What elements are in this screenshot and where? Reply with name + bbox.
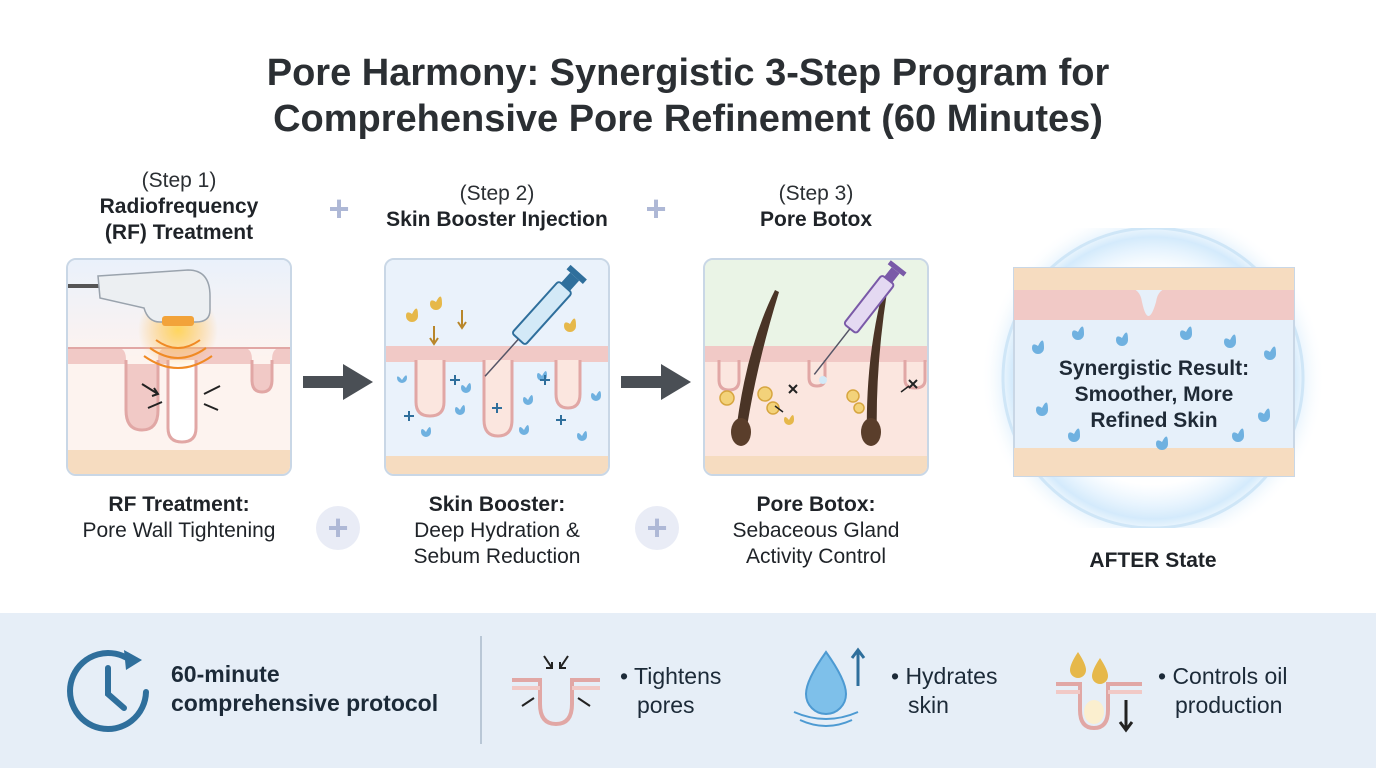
step-3-caption: Pore Botox: Sebaceous Gland Activity Con… xyxy=(693,492,939,570)
plus-icon: + xyxy=(645,188,667,229)
step-2-caption: Skin Booster: Deep Hydration & Sebum Red… xyxy=(374,492,620,570)
step-2-caption-text-2: Sebum Reduction xyxy=(413,545,581,568)
title-line-1: Pore Harmony: Synergistic 3-Step Program… xyxy=(266,52,1110,94)
result-line-2: Smoother, More xyxy=(1074,383,1234,406)
skin-booster-illustration xyxy=(384,258,610,476)
benefit-hydrates: • Hydrates skin xyxy=(891,662,997,720)
benefit-tightens-line-1: • Tightens xyxy=(620,663,722,689)
protocol-line-1: 60-minute xyxy=(171,661,280,687)
protocol-duration: 60-minute comprehensive protocol xyxy=(171,660,438,718)
step-1-caption-title: RF Treatment: xyxy=(108,493,250,516)
plus-icon: + xyxy=(328,188,350,229)
step-1-header: (Step 1) Radiofrequency (RF) Treatment xyxy=(66,168,292,246)
after-state-label: AFTER State xyxy=(1089,549,1217,572)
result-line-1: Synergistic Result: xyxy=(1058,357,1250,380)
benefit-hydrates-line-1: • Hydrates xyxy=(891,663,998,689)
benefit-tightens-line-2: pores xyxy=(637,692,695,718)
step-3-name: Pore Botox xyxy=(759,208,872,231)
summary-bar xyxy=(0,613,1376,768)
arrow-right-icon xyxy=(621,364,691,400)
clock-icon xyxy=(67,650,149,732)
step-1-caption: RF Treatment: Pore Wall Tightening xyxy=(56,492,302,544)
step-3-caption-text-2: Activity Control xyxy=(745,545,887,568)
page-title: Pore Harmony: Synergistic 3-Step Program… xyxy=(0,50,1376,142)
rf-treatment-illustration xyxy=(66,258,292,476)
summary-divider xyxy=(480,636,482,744)
plus-icon: + xyxy=(635,506,679,550)
step-2-name: Skin Booster Injection xyxy=(386,208,608,231)
benefit-controls-oil-line-1: • Controls oil xyxy=(1158,663,1288,689)
protocol-line-2: comprehensive protocol xyxy=(171,690,439,716)
water-drop-icon xyxy=(793,647,866,727)
step-2-caption-title: Skin Booster: xyxy=(428,493,566,516)
step-3-header: (Step 3) Pore Botox xyxy=(703,181,929,233)
step-3-caption-title: Pore Botox: xyxy=(756,493,876,516)
title-line-2: Comprehensive Pore Refinement (60 Minute… xyxy=(273,98,1103,140)
benefit-hydrates-line-2: skin xyxy=(908,692,949,718)
step-2-header: (Step 2) Skin Booster Injection xyxy=(366,181,628,233)
result-line-3: Refined Skin xyxy=(1090,409,1218,432)
plus-icon: + xyxy=(316,506,360,550)
step-1-number: (Step 1) xyxy=(141,169,217,192)
step-1-name-line1: Radiofrequency xyxy=(99,195,259,218)
step-3-number: (Step 3) xyxy=(778,182,854,205)
benefit-tightens: • Tightens pores xyxy=(620,662,721,720)
after-state-illustration xyxy=(981,228,1325,528)
arrow-right-icon xyxy=(303,364,373,400)
benefit-controls-oil-line-2: production xyxy=(1175,692,1283,718)
step-2-number: (Step 2) xyxy=(459,182,535,205)
tightening-pore-icon xyxy=(512,655,600,727)
step-1-name-line2: (RF) Treatment xyxy=(104,221,254,244)
oil-control-icon xyxy=(1056,652,1142,733)
step-2-caption-text-1: Deep Hydration & xyxy=(414,519,580,542)
step-1-caption-text: Pore Wall Tightening xyxy=(82,519,276,542)
result-text: Synergistic Result: Smoother, More Refin… xyxy=(1040,356,1268,434)
pore-botox-illustration xyxy=(703,258,929,476)
benefit-controls-oil: • Controls oil production xyxy=(1158,662,1288,720)
step-3-caption-text-1: Sebaceous Gland xyxy=(732,519,900,542)
